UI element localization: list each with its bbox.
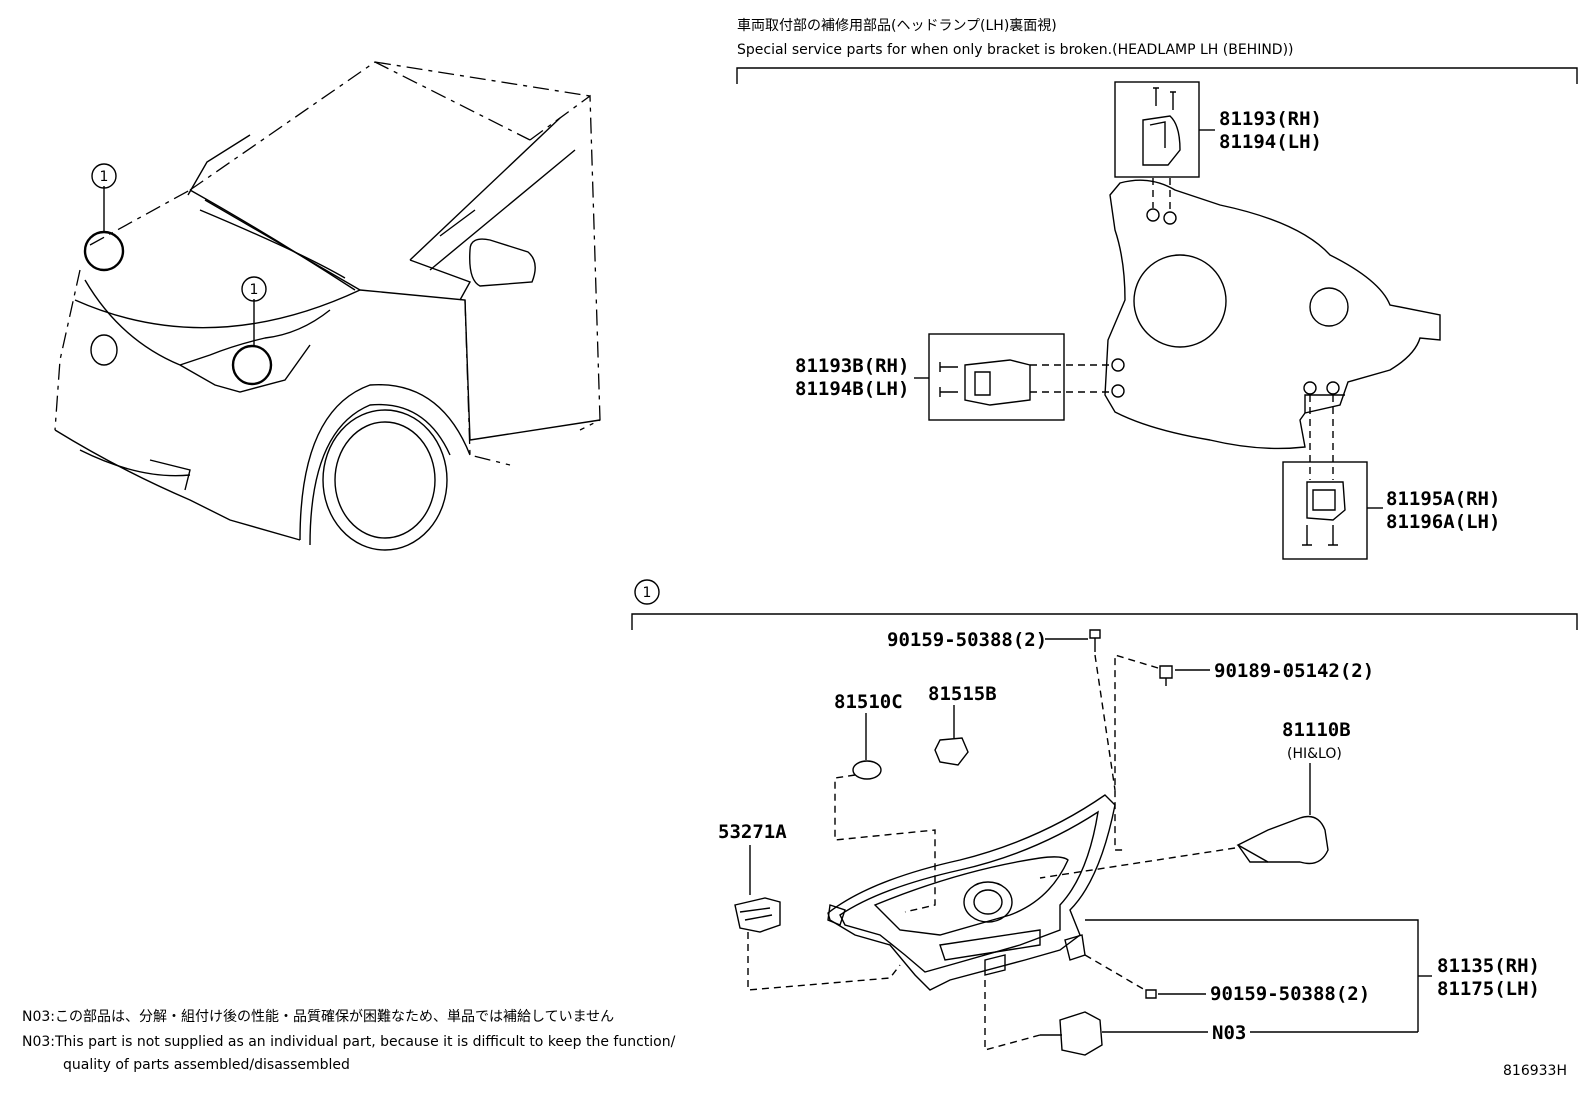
callout-bubble-1-section [634, 579, 660, 605]
bracket-81195a-icon [1306, 481, 1346, 521]
headlamp-section: 1 90159-50388(2) 90189-05142(2) 81515B 8… [631, 579, 1578, 1056]
label-81193: 81193(RH) [1219, 108, 1322, 130]
label-81510c: 81510C [834, 691, 903, 713]
bracket-section: 車両取付部の補修用部品(ヘッドランプ(LH)裏面視) Special servi… [736, 17, 1578, 560]
label-screw-bottom: 90159-50388(2) [1210, 983, 1370, 1005]
bracket-title-en: Special service parts for when only brac… [737, 42, 1294, 58]
screw-icon-bottom [1145, 989, 1157, 999]
part-box-81195a [1282, 461, 1368, 560]
note-en-line2: quality of parts assembled/disassembled [63, 1057, 350, 1073]
headlamp-housing-rear [1104, 179, 1441, 450]
notes: N03:この部品は、分解・組付け後の性能・品質確保が困難なため、単品では補給して… [22, 1009, 676, 1073]
callout-bubble-1-upper [91, 163, 117, 189]
label-screw-top: 90159-50388(2) [887, 629, 1047, 651]
note-jp: N03:この部品は、分解・組付け後の性能・品質確保が困難なため、単品では補給して… [22, 1009, 614, 1025]
callout-1-upper: 1 [100, 169, 109, 185]
headlamp-assembly [827, 794, 1116, 991]
label-53271a: 53271A [718, 821, 787, 843]
label-81195a: 81195A(RH) [1386, 488, 1500, 510]
label-81175: 81175(LH) [1437, 978, 1540, 1000]
part-53271a-icon [734, 897, 781, 933]
bulb-81510c-icon [852, 760, 882, 780]
bracket-title-jp: 車両取付部の補修用部品(ヘッドランプ(LH)裏面視) [737, 17, 1057, 34]
vehicle-illustration: 1 1 [54, 61, 601, 551]
screw-icon-top [1089, 629, 1101, 652]
part-box-81193 [1114, 81, 1200, 178]
part-box-81193b [928, 333, 1065, 421]
label-81193b: 81193B(RH) [795, 355, 909, 377]
housing-opening-large [1133, 254, 1227, 348]
housing-opening-small [1309, 287, 1349, 327]
illustration-number: 816933H [1503, 1063, 1567, 1079]
n03-part-icon [1059, 1011, 1103, 1056]
label-81194b: 81194B(LH) [795, 378, 909, 400]
bulb-81110b-icon [1236, 815, 1329, 865]
callout-bubble-1-lower [241, 276, 267, 302]
clip-icon [1159, 665, 1173, 686]
bracket-81193-icon [1142, 115, 1181, 166]
callout-1-lower: 1 [250, 282, 259, 298]
label-81110b-sub: (HI&LO) [1287, 746, 1342, 762]
label-81515b: 81515B [928, 683, 997, 705]
socket-81515b-icon [934, 737, 969, 766]
callout-1-section: 1 [643, 585, 652, 601]
label-81194: 81194(LH) [1219, 131, 1322, 153]
label-81196a: 81196A(LH) [1386, 511, 1500, 533]
projector-lens [963, 881, 1013, 923]
bracket-81193b-icon [964, 359, 1031, 406]
label-81110b: 81110B [1282, 719, 1351, 741]
note-en-line1: N03:This part is not supplied as an indi… [22, 1034, 676, 1050]
label-n03: N03 [1212, 1022, 1246, 1044]
label-81135: 81135(RH) [1437, 955, 1540, 977]
label-clip: 90189-05142(2) [1214, 660, 1374, 682]
